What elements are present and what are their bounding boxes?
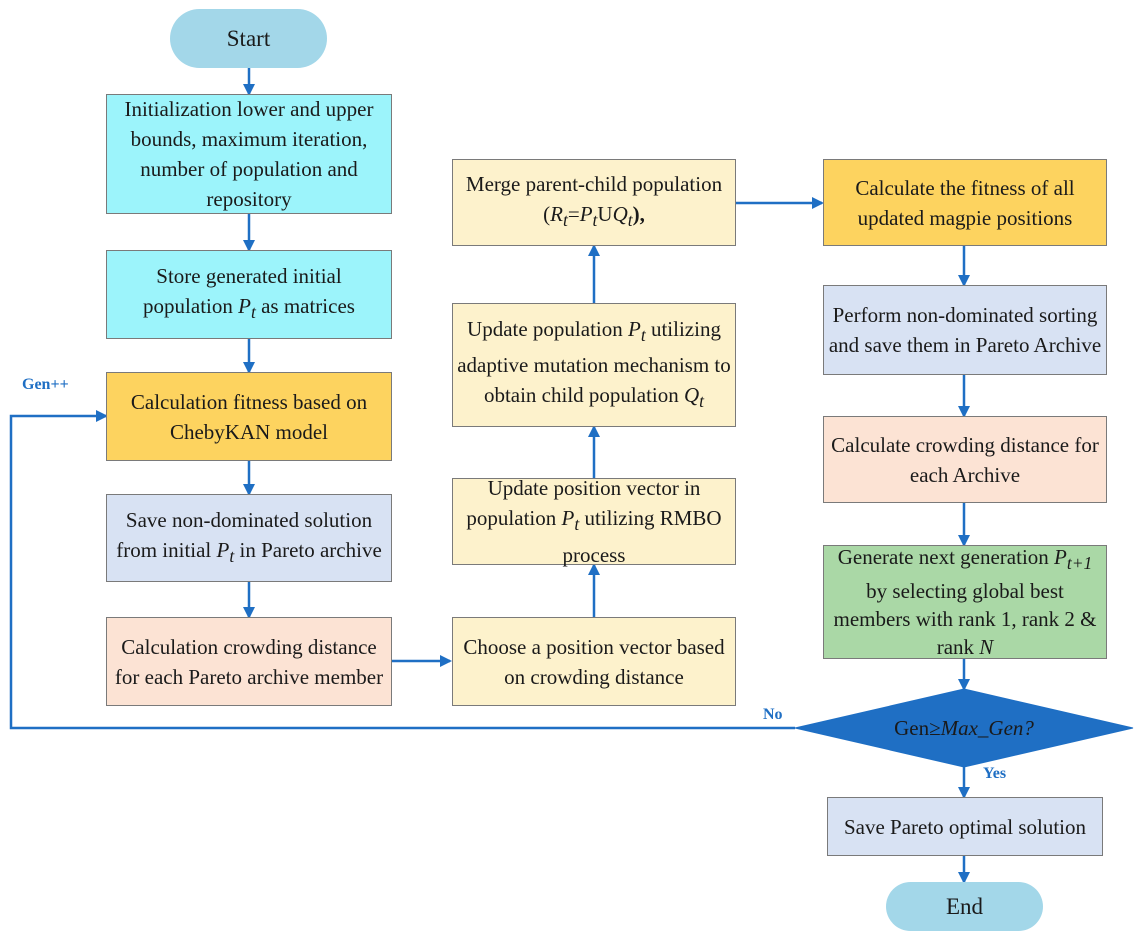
- crowd-calc-line-3: archive member: [247, 664, 384, 689]
- start-label: Start: [226, 25, 271, 51]
- store-line-1: Store generated initial: [156, 264, 342, 289]
- decision-diamond: [794, 688, 1134, 768]
- save-nd-line-1: Save non-dominated: [125, 507, 300, 532]
- save-opt-line-2: solution: [1018, 814, 1087, 839]
- end-terminal: End: [886, 882, 1043, 931]
- yes-label: Yes: [983, 765, 1007, 782]
- decision-text: Gen≥Max_Gen?: [845, 712, 1083, 744]
- update-pop-line-4: population Qt: [588, 383, 705, 412]
- update-pop-line-3: mechanism to obtain child: [483, 353, 731, 407]
- save-opt-box: Save Pareto optimal solution: [827, 797, 1103, 856]
- decision-variable: Max_Gen?: [940, 715, 1034, 740]
- sort-line-3: Pareto Archive: [975, 333, 1102, 357]
- store-box: Store generated initial population Pt as…: [106, 250, 392, 339]
- sort-line-1: Perform non-dominated: [832, 303, 1034, 327]
- update-pop-box: Update population Pt utilizing adaptive …: [452, 303, 736, 427]
- generate-line-3: best members with rank 1,: [833, 579, 1064, 632]
- crowd-calc-box: Calculation crowding distance for each P…: [106, 617, 392, 706]
- init-box: Initialization lower and upper bounds, m…: [106, 94, 392, 214]
- calc-fitness-box: Calculation fitness based on ChebyKAN mo…: [106, 372, 392, 461]
- update-pos-box: Update position vector in population Pt …: [452, 476, 736, 567]
- save-nd-box: Save non-dominated solution from initial…: [106, 494, 392, 582]
- calc-fitness-line-2: on ChebyKAN model: [169, 389, 368, 444]
- update-pos-line-1: Update position vector in: [487, 476, 701, 501]
- sort-box: Perform non-dominated sorting and save t…: [823, 285, 1107, 375]
- generate-line-4: rank 2 & rank N: [936, 607, 1097, 660]
- sort-line-2: sorting and save them in: [828, 303, 1098, 357]
- crowd-calc-line-1: Calculation crowding: [121, 634, 303, 659]
- store-line-2: population Pt as matrices: [143, 294, 355, 323]
- init-line-3: iteration, number of: [140, 127, 368, 181]
- crowd-archive-line-2: distance for each Archive: [909, 432, 1099, 487]
- calc-fitness-line-1: Calculation fitness based: [130, 389, 341, 414]
- calc-all-line-2: updated magpie positions: [857, 205, 1073, 230]
- update-pop-line-1: Update population Pt: [467, 316, 646, 345]
- end-label: End: [945, 893, 984, 919]
- init-line-1: Initialization lower and: [124, 97, 321, 121]
- update-pos-line-2: population Pt utilizing: [466, 506, 655, 535]
- generate-line-1: Generate next generation: [837, 544, 1049, 569]
- decision-prefix: Gen≥: [894, 715, 941, 740]
- generate-line-2: Pt+1 by selecting global: [866, 544, 1093, 604]
- calc-all-line-1: Calculate the fitness of all: [855, 175, 1075, 200]
- update-pop-line-2: utilizing adaptive mutation: [457, 316, 721, 377]
- choose-line-3: distance: [615, 664, 684, 689]
- crowd-calc-line-2: distance for each Pareto: [114, 634, 377, 689]
- calc-all-box: Calculate the fitness of all updated mag…: [823, 159, 1107, 246]
- save-opt-line-1: Save Pareto optimal: [843, 814, 1014, 839]
- choose-line-2: based on crowding: [504, 634, 725, 689]
- save-nd-line-3: Pareto archive: [261, 537, 382, 562]
- start-terminal: Start: [170, 9, 327, 68]
- choose-box: Choose a position vector based on crowdi…: [452, 617, 736, 706]
- gen-increment-label: Gen++: [22, 376, 69, 393]
- update-pos-line-3: RMBO process: [562, 506, 722, 567]
- choose-line-1: Choose a position vector: [463, 634, 672, 659]
- merge-line-2: population (Rt=PtUQt),: [543, 172, 723, 231]
- merge-line-1: Merge parent-child: [465, 172, 628, 197]
- no-label: No: [763, 706, 783, 723]
- init-line-4: population and repository: [206, 157, 358, 211]
- init-line-2: upper bounds, maximum: [130, 97, 374, 151]
- generate-box: Generate next generation Pt+1 by selecti…: [823, 545, 1107, 659]
- save-nd-line-2: solution from initial Pt in: [116, 507, 373, 567]
- merge-box: Merge parent-child population (Rt=PtUQt)…: [452, 159, 736, 246]
- arrow-no-loop: [9, 410, 795, 730]
- crowd-archive-box: Calculate crowding distance for each Arc…: [823, 416, 1107, 503]
- crowd-archive-line-1: Calculate crowding: [831, 432, 996, 457]
